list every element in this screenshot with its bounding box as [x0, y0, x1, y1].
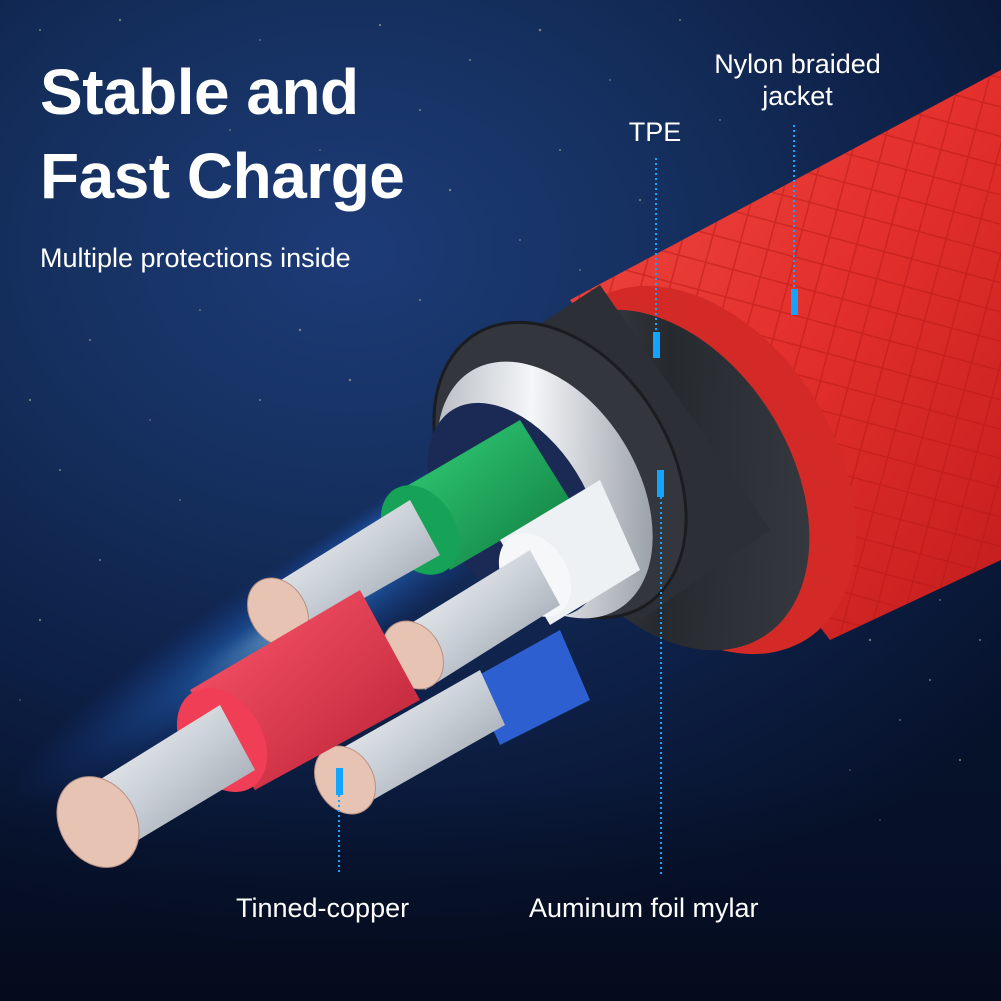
tinned-callout-marker [336, 768, 343, 795]
callout-tpe: TPE [628, 117, 682, 147]
callout-nylon-braided-jacket: Nylon braided jacket [700, 48, 895, 112]
callout-nylon-line-2: jacket [762, 81, 833, 111]
red-wire [56, 590, 420, 868]
headline-line-1: Stable and [40, 56, 359, 128]
blue-wire [314, 630, 590, 815]
callout-tinned-copper: Tinned-copper [236, 893, 410, 923]
headline-line-2: Fast Charge [40, 140, 405, 212]
callout-nylon-line-1: Nylon braided [714, 49, 881, 79]
tpe-callout-marker [653, 332, 660, 358]
callout-markers [338, 125, 795, 875]
nylon-callout-marker [791, 289, 798, 315]
green-wire [247, 420, 570, 647]
subtitle: Multiple protections inside [40, 243, 351, 273]
headline: Stable and Fast Charge [40, 50, 405, 218]
callout-aluminum-foil-mylar: Auminum foil mylar [529, 893, 759, 923]
foil-callout-marker [657, 470, 664, 497]
